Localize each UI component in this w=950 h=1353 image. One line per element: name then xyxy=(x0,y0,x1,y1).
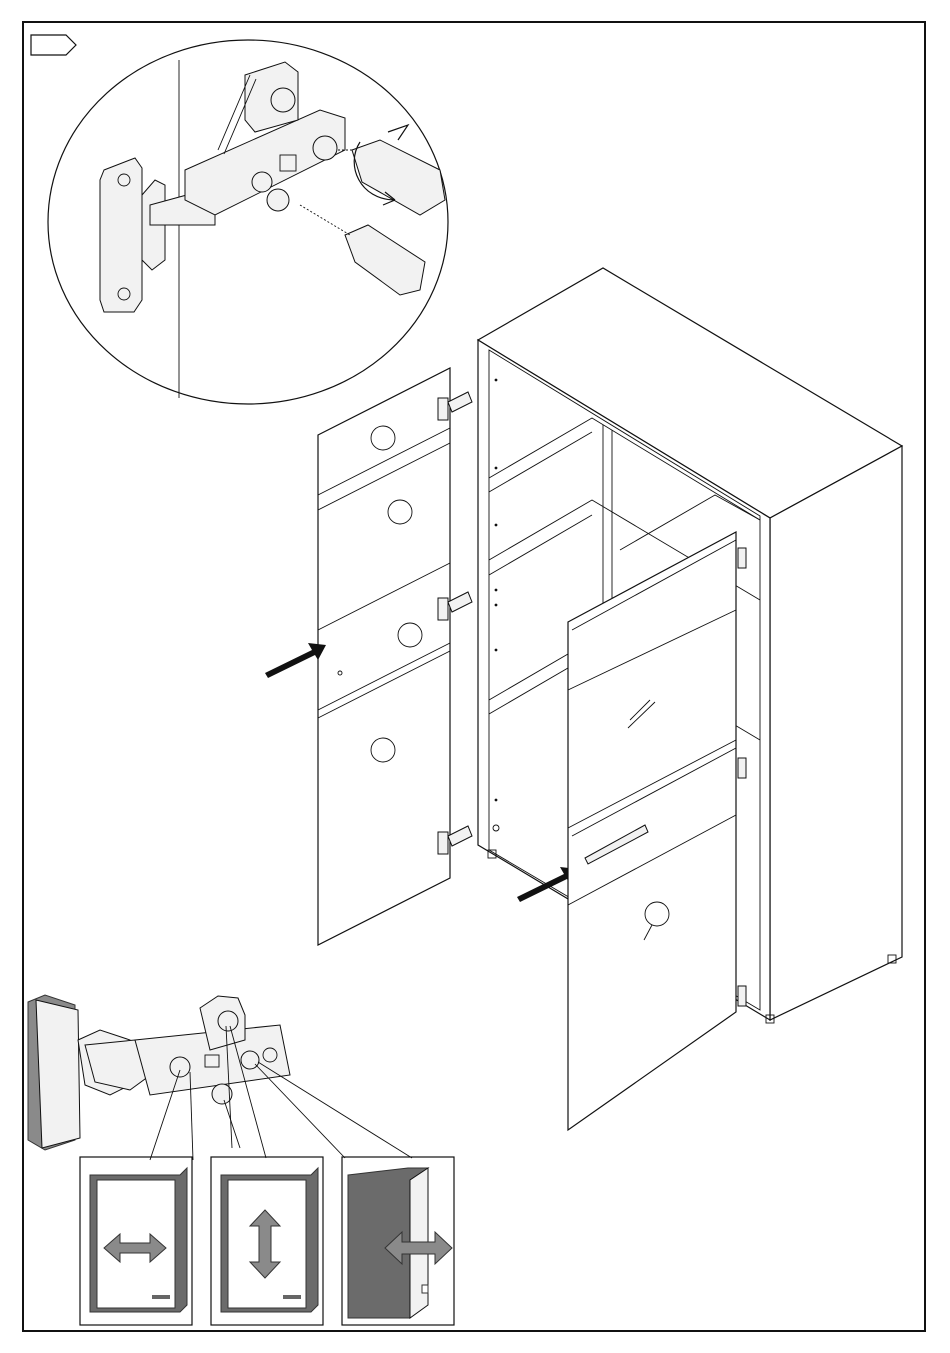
screw-icon xyxy=(267,189,289,211)
side-hinge-bottom xyxy=(738,986,746,1006)
adjust-box-vertical xyxy=(211,1157,323,1325)
height-screw-icon xyxy=(218,1011,238,1031)
cam-screw-icon xyxy=(241,1051,259,1069)
hinge-detail-circle xyxy=(48,40,448,404)
side-hinge-middle xyxy=(738,758,746,778)
screwdriver-icon xyxy=(352,140,445,215)
step-indicator xyxy=(31,35,76,55)
screw-icon xyxy=(313,136,337,160)
left-door-panel xyxy=(318,368,472,945)
push-arrow-left-icon xyxy=(265,643,326,678)
cabinet-side-right xyxy=(770,446,902,1020)
adjust-box-horizontal xyxy=(80,1157,192,1325)
depth-screw-icon xyxy=(170,1057,190,1077)
hinge-adjustment-detail xyxy=(28,995,412,1160)
screwdriver-icon xyxy=(345,225,425,295)
adjust-box-depth xyxy=(342,1157,454,1325)
screw-icon xyxy=(252,172,272,192)
right-door-panel xyxy=(568,532,746,1130)
side-hinge-top xyxy=(738,548,746,568)
screw-icon xyxy=(271,88,295,112)
